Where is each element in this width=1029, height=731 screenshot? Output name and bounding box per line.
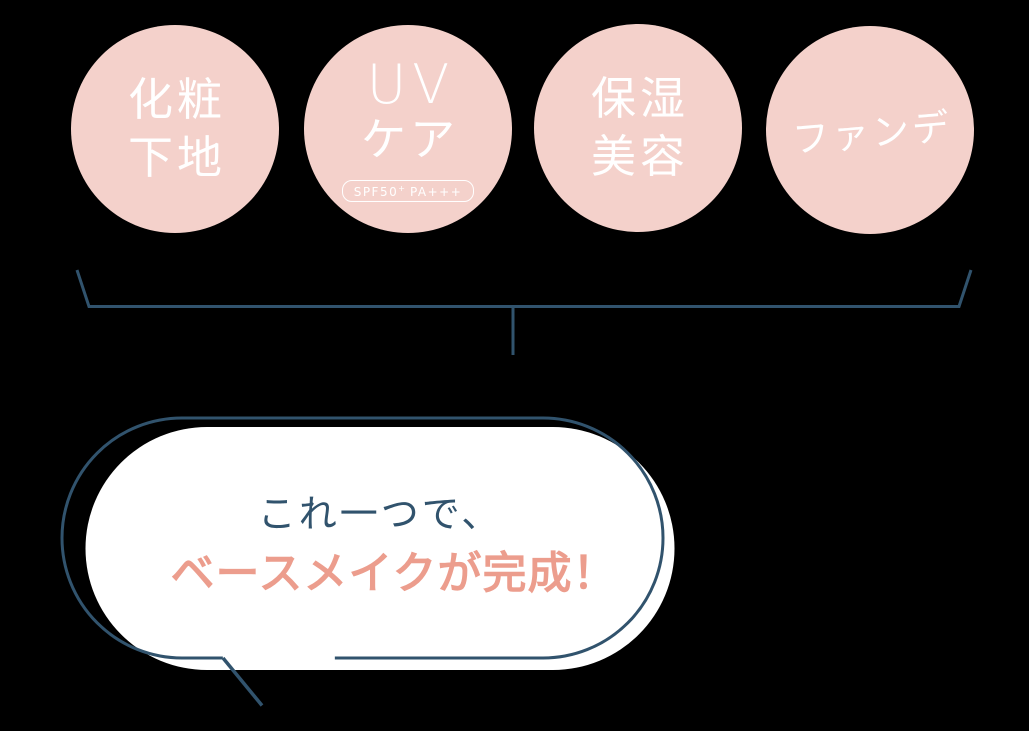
spf-badge: SPF50+ PA+++	[341, 180, 475, 202]
speech-bubble-tail	[221, 656, 264, 707]
feature-label: UV	[366, 53, 456, 116]
brace-connector	[75, 269, 973, 308]
feature-label: 下地	[127, 131, 226, 184]
feature-circle-makeup-base: 化粧 下地	[71, 25, 279, 233]
feature-label: 保湿	[590, 72, 689, 125]
spf-plus: +	[398, 184, 405, 193]
pa-value: PA+++	[409, 185, 463, 199]
bubble-text-highlight: ベースメイクが完成！	[170, 548, 618, 599]
feature-label: 美容	[590, 130, 689, 183]
speech-bubble-body	[85, 427, 675, 670]
feature-circle-moisturizing: 保湿 美容	[534, 24, 742, 232]
feature-label: ケア	[360, 113, 459, 166]
spf-value: SPF50	[353, 185, 399, 199]
feature-circle-foundation: ファンデ	[766, 26, 974, 234]
feature-label: 化粧	[127, 73, 226, 126]
feature-circle-uv-care: UV ケア SPF50+ PA+++	[304, 25, 512, 233]
bubble-text-intro: これ一つで、	[257, 492, 503, 536]
speech-bubble-outline	[60, 416, 665, 660]
